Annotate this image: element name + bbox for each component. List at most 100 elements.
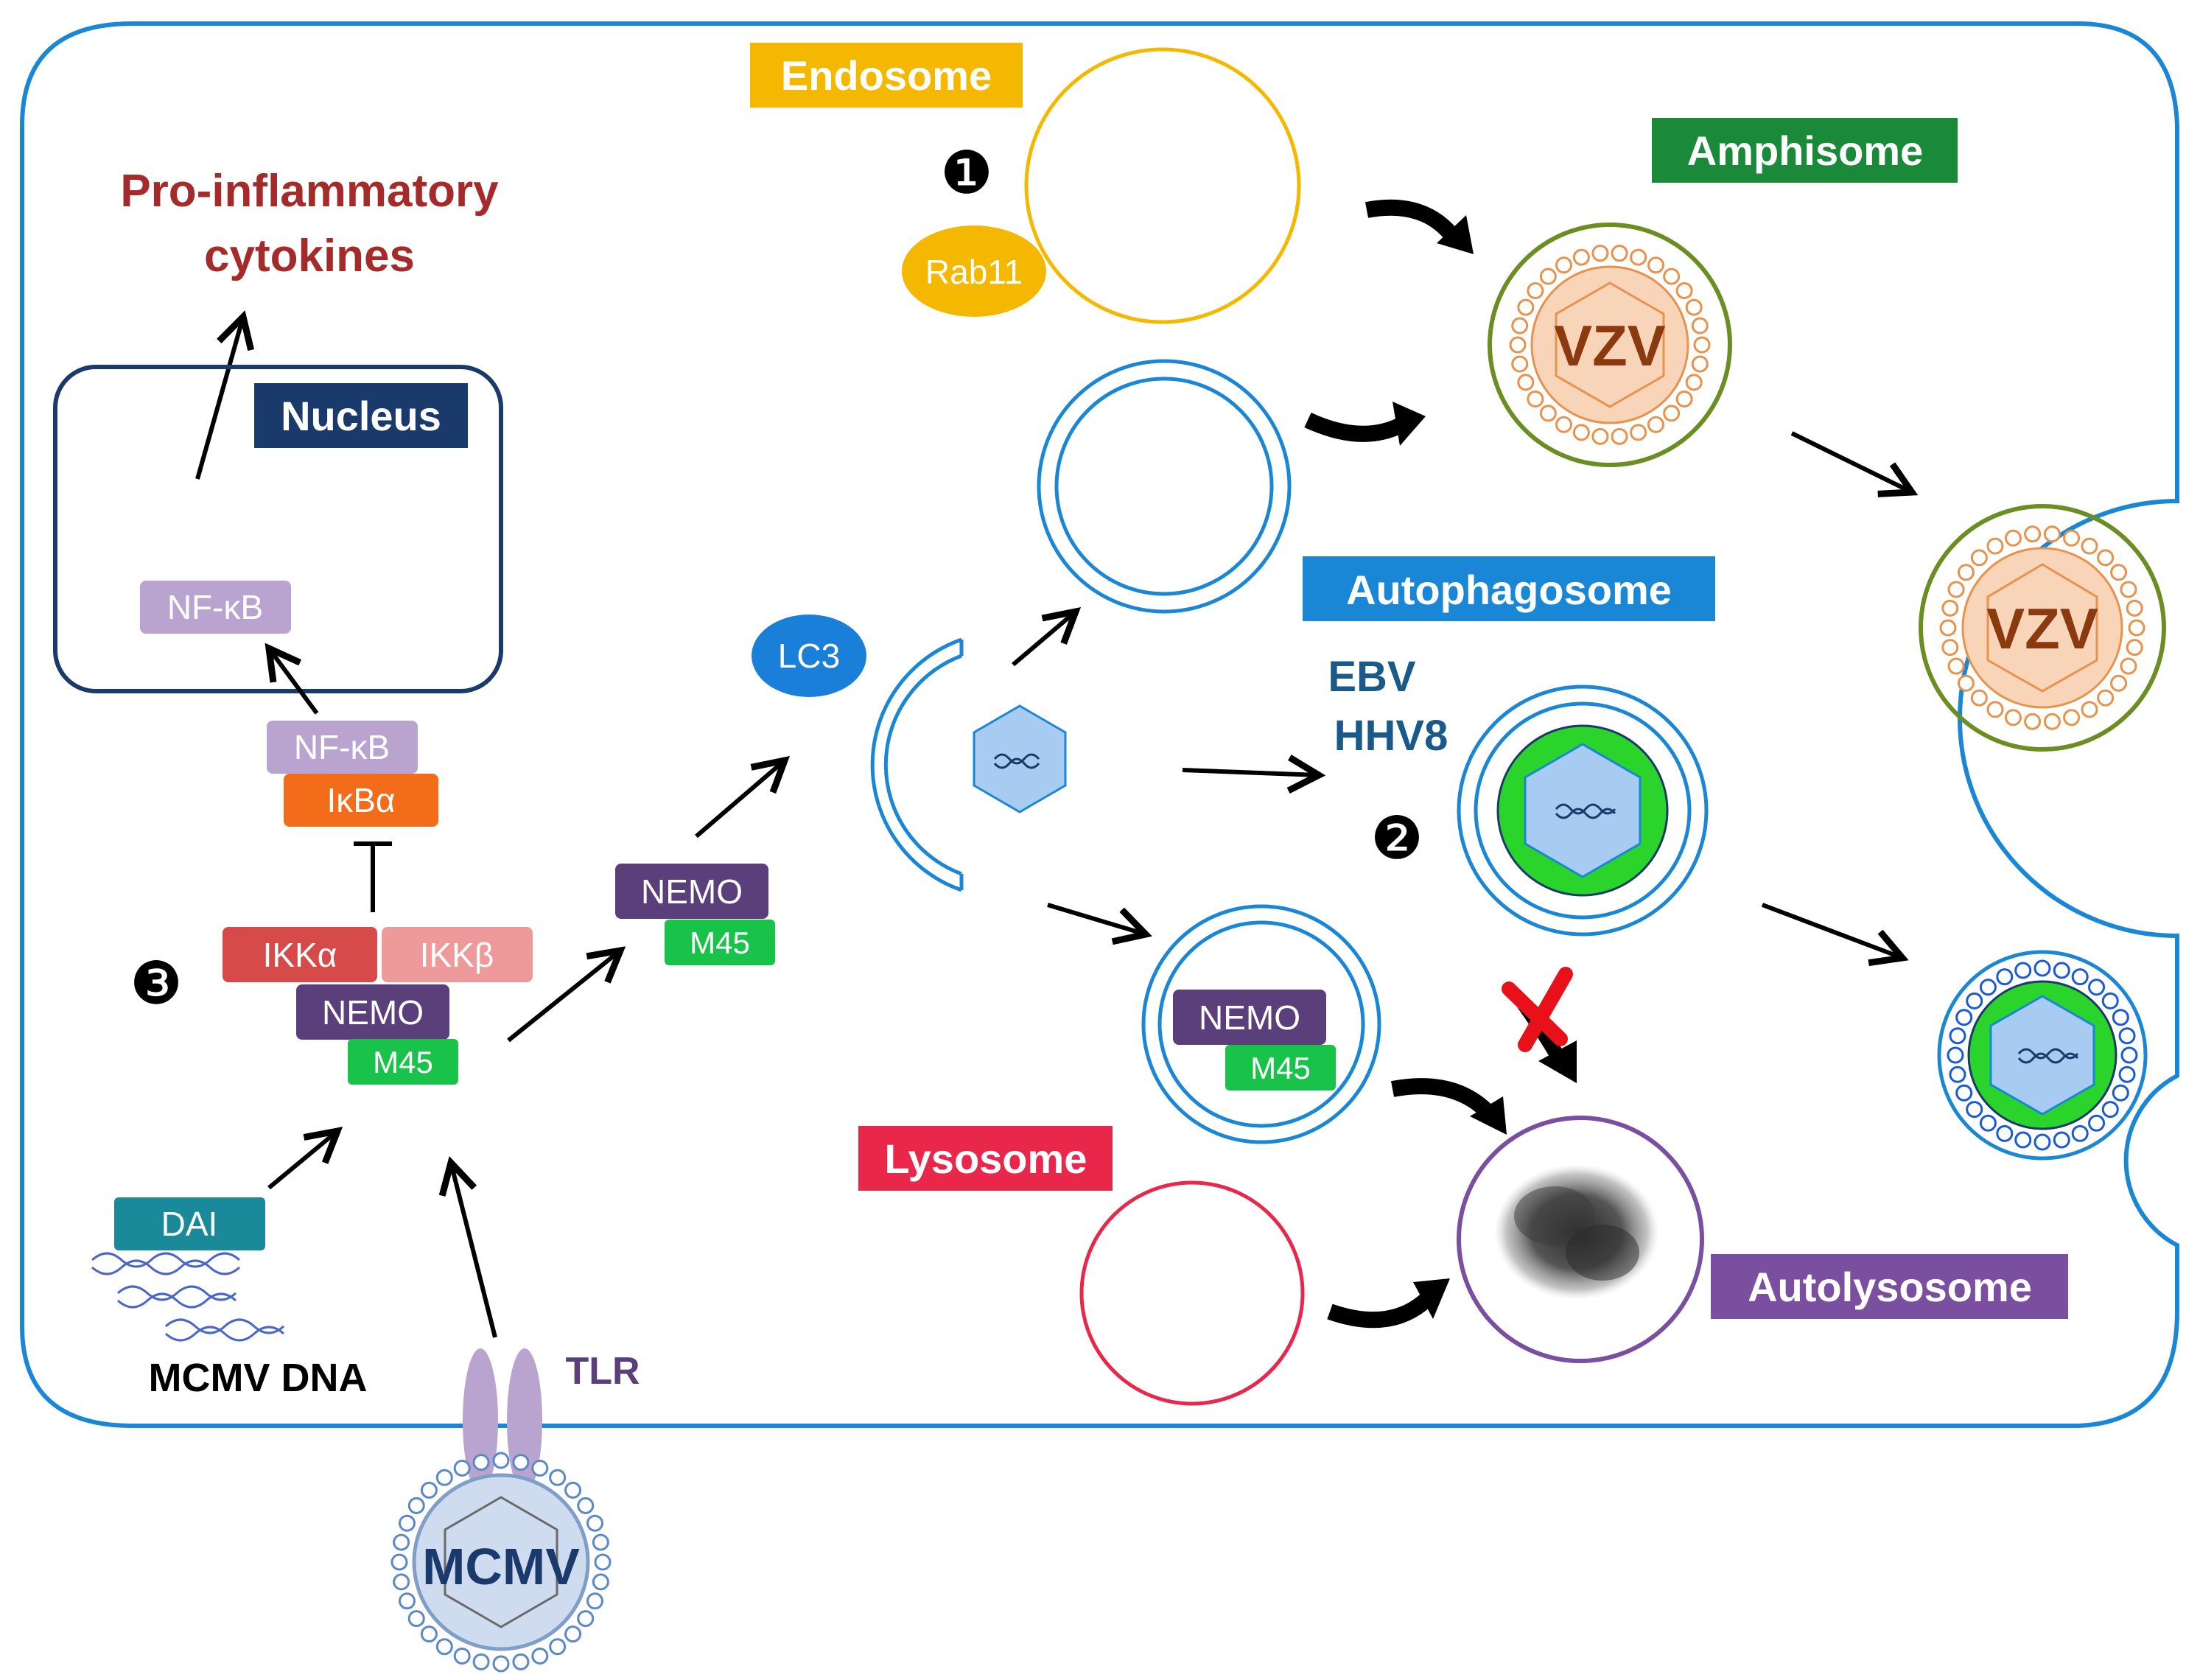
virion-bead xyxy=(1591,245,1609,262)
virion-bead xyxy=(1947,581,1965,598)
virion-bead xyxy=(1939,619,1957,637)
virion-bead xyxy=(2120,1046,2138,1064)
virion-bead xyxy=(549,1469,567,1486)
ikba-label: IκBα xyxy=(326,781,395,819)
arrow-nemo-to-phagophore xyxy=(695,760,785,839)
curved-arrow-nemo-to-autolysosome xyxy=(1390,1078,1496,1120)
virion-bead xyxy=(1647,256,1664,274)
tlr-label: TLR xyxy=(565,1350,640,1393)
ebv-label: EBV xyxy=(1328,653,1416,701)
nfkb-in-nucleus xyxy=(140,581,291,634)
mcmv-virion: MCMV xyxy=(390,1452,612,1673)
virion-bead xyxy=(2063,709,2081,727)
autolysosome-label-bg xyxy=(1711,1254,2068,1319)
cytokines-title-line1: Pro-inflammatory xyxy=(120,166,499,217)
virion-bead xyxy=(577,1497,595,1514)
virion-bead xyxy=(1986,537,2004,555)
virion-bead xyxy=(1685,298,1703,316)
amphisome xyxy=(1488,223,1732,467)
m45-free-label: M45 xyxy=(690,925,750,960)
virion-bead xyxy=(1591,427,1609,445)
m45-cargo-box xyxy=(1225,1045,1336,1091)
virion-bead xyxy=(1996,1124,2014,1142)
nemo-free-box xyxy=(615,864,768,919)
curved-arrow-head-4 xyxy=(1413,1278,1450,1319)
nucleus xyxy=(53,365,503,693)
virion-bead xyxy=(531,1460,549,1477)
autophagosome-label-bg xyxy=(1303,556,1715,621)
dai-label: DAI xyxy=(161,1205,218,1243)
virion-bead xyxy=(2120,581,2137,598)
virion-bead xyxy=(2088,1114,2106,1132)
virion-bead xyxy=(1630,424,1647,441)
virion-bead xyxy=(1572,424,1590,441)
virion-bead xyxy=(1675,282,1693,300)
amphisome-label: Amphisome xyxy=(1687,127,1924,174)
ikkb-label: IKKβ xyxy=(420,936,494,974)
virion-bead xyxy=(1979,979,1997,996)
cytokines-title-line2: cytokines xyxy=(204,231,415,281)
virion-bead xyxy=(453,1460,471,1477)
nemo-complex-label: NEMO xyxy=(322,993,424,1032)
arrow-phagophore-to-autophagosome xyxy=(1012,612,1076,667)
virion-bead xyxy=(1996,968,2014,986)
virion-bead xyxy=(1970,549,1988,567)
virion-bead xyxy=(1647,416,1664,433)
virion-bead xyxy=(1630,248,1647,266)
phagophore-outer xyxy=(870,637,962,892)
lysosome-label-bg xyxy=(858,1126,1113,1191)
m45-cargo-label: M45 xyxy=(1250,1051,1311,1085)
virion-bead xyxy=(2126,639,2143,657)
nucleus-label-bg xyxy=(254,383,468,448)
hhv8-label: HHV8 xyxy=(1334,712,1448,760)
curved-arrow-head-2 xyxy=(1392,402,1426,446)
curved-arrow-autophagosome-to-amphisome xyxy=(1304,412,1408,442)
virion-bead xyxy=(2118,1065,2136,1083)
blocked-arrow-head xyxy=(1538,1040,1577,1083)
virion-bead xyxy=(472,1454,490,1471)
virion-bead xyxy=(1572,248,1590,266)
virion-bead xyxy=(592,1533,609,1551)
virion-bead xyxy=(1555,416,1572,433)
nemo-cargo-label: NEMO xyxy=(1199,998,1300,1037)
cell-membrane xyxy=(20,21,2179,1428)
virion-bead xyxy=(1539,405,1557,422)
virion-bead xyxy=(2112,1084,2129,1102)
lysosome xyxy=(1079,1180,1305,1406)
virion-bead xyxy=(1949,1065,1966,1083)
virion-bead xyxy=(2033,1133,2051,1151)
virion-bead xyxy=(1693,336,1711,354)
virion-bead xyxy=(435,1638,453,1656)
virion-bead xyxy=(564,1625,582,1643)
virion-bead xyxy=(1527,282,1544,300)
virion-bead xyxy=(393,1573,410,1591)
virion-bead xyxy=(2071,1124,2089,1142)
autophagosome-outer xyxy=(1037,359,1292,614)
vzv-label-released: VZV xyxy=(1986,596,2098,661)
virion-bead xyxy=(549,1638,567,1656)
virion-bead xyxy=(2112,1009,2129,1026)
virion-bead xyxy=(492,1655,510,1673)
virion-bead xyxy=(435,1469,453,1486)
virion-bead xyxy=(1957,564,1975,581)
ebv-autophagosome-outer xyxy=(1457,685,1709,937)
virion-bead xyxy=(2128,619,2145,637)
curved-arrow-head-1 xyxy=(1437,215,1474,254)
nfkb-cytoplasm xyxy=(267,721,418,774)
step1-marker: ❶ xyxy=(940,140,993,206)
virion-bead xyxy=(1527,390,1544,407)
virion-bead xyxy=(2033,959,2051,977)
virion-bead xyxy=(2110,674,2128,692)
mcmv-dna-icon xyxy=(91,1252,285,1342)
arrow-tlr-to-ikk xyxy=(451,1163,497,1338)
endosome-label: Endosome xyxy=(781,52,992,99)
nemo-autophagosome-inner xyxy=(1157,920,1365,1128)
nfkb-cytoplasm-label: NF-κB xyxy=(294,728,390,766)
autophagosome-label: Autophagosome xyxy=(1346,567,1672,613)
arrow-ebv-to-exocytosis xyxy=(1761,903,1902,958)
virion-bead xyxy=(1555,256,1572,274)
virus-capsid-icon xyxy=(973,704,1067,813)
nemo-free-label: NEMO xyxy=(641,872,743,911)
virion-bead xyxy=(420,1481,438,1499)
vzv-exocytosis-vesicle xyxy=(1919,504,2166,752)
